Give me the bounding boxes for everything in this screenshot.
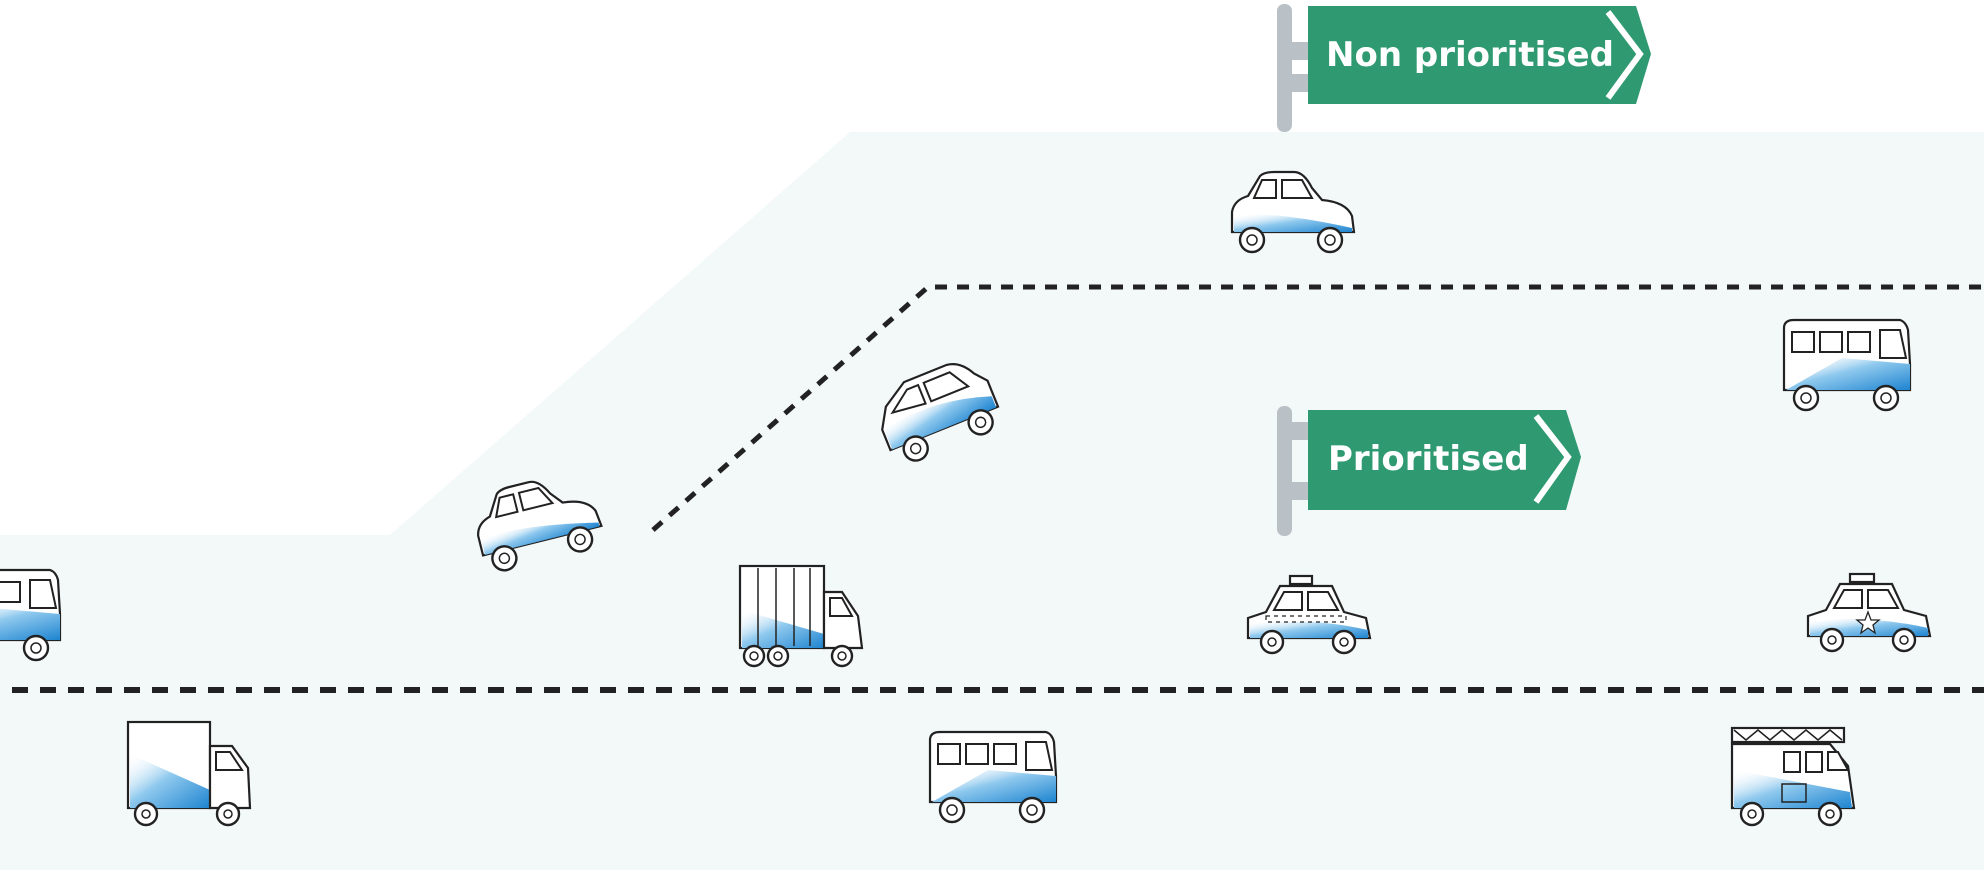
car-icon <box>477 480 603 572</box>
prioritised-sign: Prioritised <box>1277 406 1581 536</box>
fire-truck-icon <box>1730 726 1856 827</box>
vehicles <box>0 170 1932 827</box>
prioritised-label: Prioritised <box>1328 439 1529 479</box>
truck-icon <box>738 564 864 668</box>
police-car-icon <box>1806 572 1932 653</box>
lane-markings <box>12 284 1984 693</box>
sign-board <box>1308 6 1651 104</box>
sign-bracket <box>1286 482 1310 500</box>
star-icon <box>1855 610 1881 635</box>
sign-board <box>1308 410 1581 510</box>
bus-icon <box>928 730 1058 824</box>
sign-bracket <box>1286 42 1310 60</box>
bus-icon <box>0 568 62 662</box>
upper-road <box>390 132 1984 535</box>
delivery-truck-icon <box>126 720 252 827</box>
bus-icon <box>1782 318 1912 412</box>
non-prioritised-sign: Non prioritised <box>1277 4 1651 132</box>
main-road <box>0 535 1984 870</box>
road-surfaces <box>0 132 1984 870</box>
sign-chevron <box>1533 414 1572 504</box>
sign-bracket <box>1286 74 1310 92</box>
non-prioritised-label: Non prioritised <box>1326 35 1614 75</box>
car-icon <box>881 363 1000 462</box>
sign-pole-top <box>1277 4 1292 132</box>
taxi-icon <box>1246 574 1372 655</box>
car-icon <box>1230 170 1356 254</box>
sign-bracket <box>1286 422 1310 440</box>
sign-chevron <box>1605 10 1644 100</box>
